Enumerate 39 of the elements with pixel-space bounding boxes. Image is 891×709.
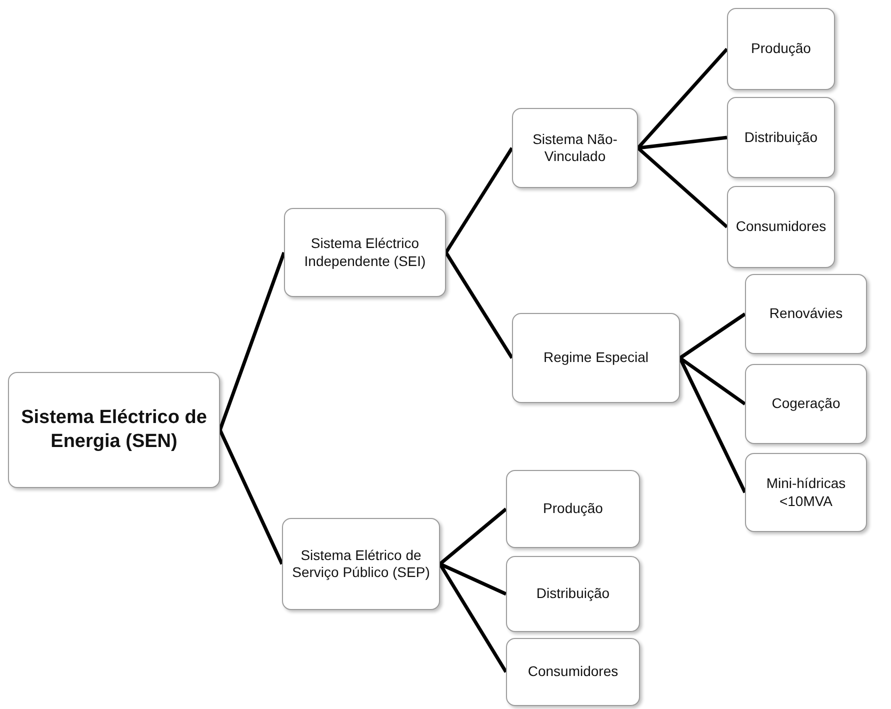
process-box <box>506 638 640 706</box>
process-box <box>506 556 640 632</box>
process-box <box>745 453 867 532</box>
process-box <box>282 518 440 610</box>
process-box <box>284 208 446 297</box>
process-box <box>727 97 835 178</box>
connector-line <box>636 146 728 228</box>
node-label: Sistema Não-Vinculado <box>532 130 618 166</box>
node-label: Distribuição <box>744 128 818 146</box>
node-label: Produção <box>543 500 603 518</box>
process-box <box>745 364 867 444</box>
process-box <box>512 108 638 188</box>
process-box <box>506 470 640 548</box>
connector-line <box>444 252 514 359</box>
node-label: Regime Especial <box>543 349 649 367</box>
process-box <box>727 186 835 268</box>
connector-line <box>218 252 286 431</box>
node-label: Produção <box>751 40 811 58</box>
process-box <box>745 274 867 354</box>
connector-line <box>679 312 746 360</box>
connector-line <box>439 562 507 596</box>
connector-line <box>438 563 508 673</box>
connector-line <box>438 508 508 566</box>
process-box <box>8 372 220 488</box>
node-label: Sistema Eléctrico de Energia (SEN) <box>20 406 208 454</box>
process-box <box>727 8 835 90</box>
connector-line <box>218 429 284 565</box>
process-box <box>512 313 680 403</box>
connector-line <box>679 356 746 406</box>
node-label: Consumidores <box>736 218 826 236</box>
node-label: Mini-hídricas <10MVA <box>765 475 847 510</box>
node-label: Cogeração <box>772 395 840 413</box>
node-label: Sistema Eléctrico Independente (SEI) <box>303 235 427 270</box>
connector-line <box>638 136 728 150</box>
node-label: Sistema Elétrico de Serviço Público (SEP) <box>291 546 431 582</box>
node-label: Consumidores <box>528 663 618 681</box>
node-label: Distribuição <box>536 585 610 603</box>
connector-line <box>444 147 514 254</box>
node-label: Renovávies <box>769 305 843 323</box>
